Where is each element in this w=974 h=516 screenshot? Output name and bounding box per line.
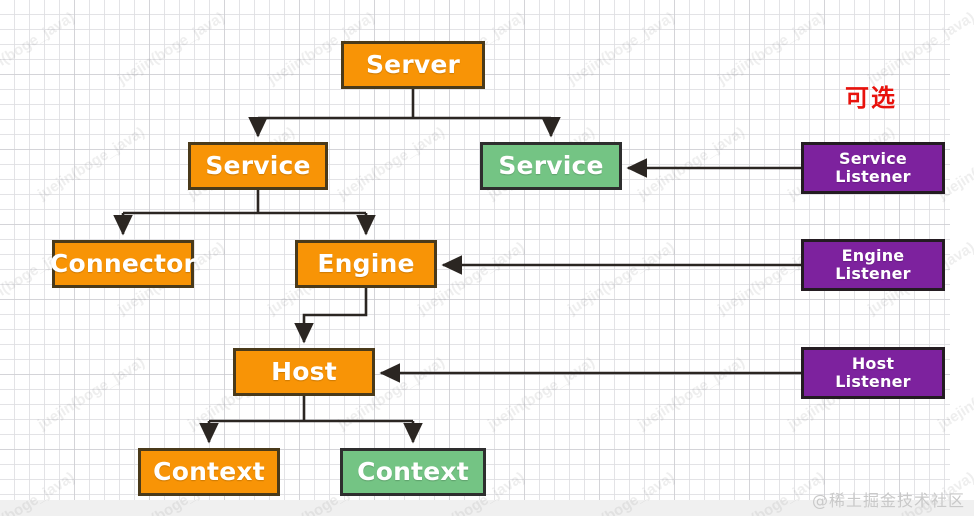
node-engine[interactable]: Engine: [295, 240, 437, 288]
node-connector[interactable]: Connector: [49, 240, 197, 288]
node-label-context-main: Context: [153, 457, 265, 486]
node-label-connector: Connector: [49, 249, 197, 278]
node-host[interactable]: Host: [233, 348, 375, 396]
node-label-server: Server: [365, 50, 461, 79]
site-watermark: @稀土掘金技术社区: [812, 491, 966, 510]
node-server[interactable]: Server: [341, 41, 485, 89]
node-label-service-alt: Service: [498, 151, 604, 180]
optional-annotation: 可选: [845, 84, 897, 112]
node-service-main[interactable]: Service: [188, 142, 328, 190]
node-label-engine: Engine: [317, 249, 415, 278]
node-service-alt[interactable]: Service: [480, 142, 622, 190]
node-context-alt[interactable]: Context: [340, 448, 486, 496]
node-context-main[interactable]: Context: [138, 448, 280, 496]
bottom-strip: [0, 500, 974, 516]
node-label-service-main: Service: [205, 151, 311, 180]
node-label-host: Host: [271, 357, 337, 386]
node-label-context-alt: Context: [357, 457, 469, 486]
right-margin: [950, 0, 974, 500]
